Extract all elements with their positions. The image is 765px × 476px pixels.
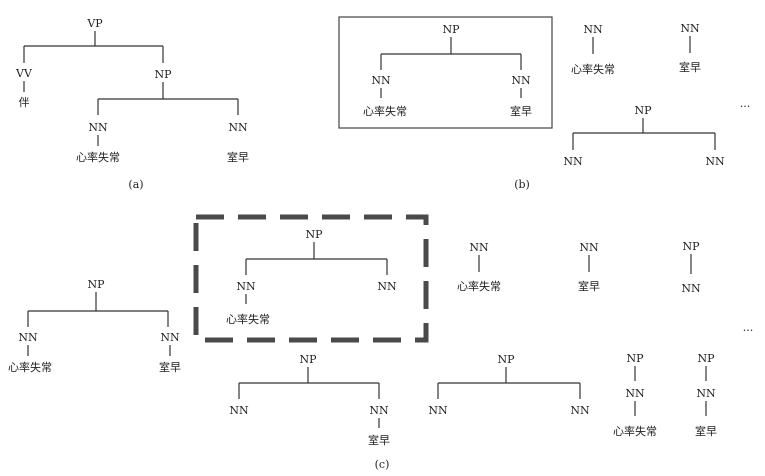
c-word-2: 室早 xyxy=(159,360,181,374)
c-np-node-4: NP xyxy=(299,353,317,366)
b-word-4: 室早 xyxy=(679,60,701,74)
c-nn-node-13: NN xyxy=(696,387,716,400)
c-dashed-highlight-box xyxy=(193,214,429,343)
a-vp-node: VP xyxy=(86,17,103,30)
b-nn-node-6: NN xyxy=(705,155,725,168)
a-word-1: 心率失常 xyxy=(76,150,120,164)
a-word-2: 室早 xyxy=(227,150,249,164)
b-nn-node-2: NN xyxy=(511,74,531,87)
c-nn-node-10: NN xyxy=(428,404,448,417)
c-np-node-7: NP xyxy=(697,352,715,365)
c-nn-node-8: NN xyxy=(229,404,249,417)
c-word-3: 心率失常 xyxy=(226,312,270,326)
a-nn-node-2: NN xyxy=(228,121,248,134)
c-nn-node-3: NN xyxy=(236,280,256,293)
c-nn-node-9: NN xyxy=(369,404,389,417)
c-nn-node-6: NN xyxy=(579,241,599,254)
a-np-node: NP xyxy=(154,68,172,81)
c-nn-node-4: NN xyxy=(377,280,397,293)
panel-c: NP NN 心率失常 NN 室早 NP NN 心率失常 NN NN 心率失常 N… xyxy=(8,214,754,471)
c-word-1: 心率失常 xyxy=(8,360,52,374)
c-np-node-2: NP xyxy=(305,228,323,241)
b-nn-node-4: NN xyxy=(680,22,700,35)
c-nn-node-11: NN xyxy=(570,404,590,417)
b-ellipsis: ... xyxy=(740,97,751,110)
c-word-6: 室早 xyxy=(368,433,390,447)
c-ellipsis: ... xyxy=(743,321,754,334)
b-nn-node-5: NN xyxy=(563,155,583,168)
b-highlight-box xyxy=(338,16,553,129)
c-np-node-6: NP xyxy=(626,352,644,365)
c-np-node-3: NP xyxy=(682,240,700,253)
b-nn-node-3: NN xyxy=(583,23,603,36)
a-nn-node-1: NN xyxy=(88,121,108,134)
c-nn-node-7: NN xyxy=(681,282,701,295)
b-word-1: 心率失常 xyxy=(363,104,407,118)
a-vv-node: VV xyxy=(15,67,33,80)
b-nn-node-1: NN xyxy=(371,74,391,87)
c-word-8: 室早 xyxy=(695,424,717,438)
b-word-3: 心率失常 xyxy=(571,62,615,76)
c-nn-node-12: NN xyxy=(625,387,645,400)
c-np-node-1: NP xyxy=(87,278,105,291)
c-np-node-5: NP xyxy=(497,353,515,366)
c-word-4: 心率失常 xyxy=(457,279,501,293)
c-nn-node-2: NN xyxy=(160,331,180,344)
b-np-node-2: NP xyxy=(634,104,652,117)
panel-a: VP VV 伴 NP NN 心率失常 NN 室早 (a) xyxy=(15,17,249,191)
b-word-2: 室早 xyxy=(510,104,532,118)
c-word-5: 室早 xyxy=(578,279,600,293)
c-word-7: 心率失常 xyxy=(613,424,657,438)
c-nn-node-5: NN xyxy=(469,241,489,254)
caption-c: (c) xyxy=(375,458,390,471)
c-nn-node-1: NN xyxy=(18,331,38,344)
caption-a: (a) xyxy=(128,178,143,191)
b-np-node: NP xyxy=(442,23,460,36)
caption-b: (b) xyxy=(514,178,530,191)
a-verb-word: 伴 xyxy=(19,96,30,109)
panel-b: NP NN 心率失常 NN 室早 NN 心率失常 NN 室早 ... NP NN… xyxy=(338,16,751,191)
